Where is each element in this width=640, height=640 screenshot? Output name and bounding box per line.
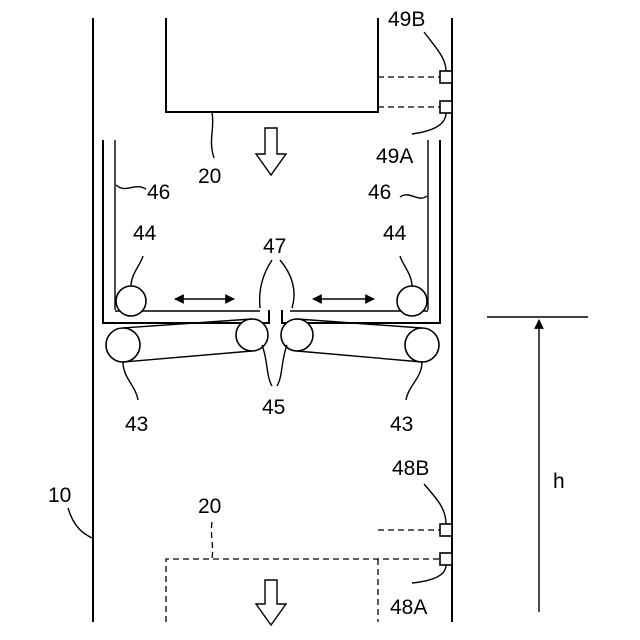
label-roller-44-right: 44 xyxy=(383,222,407,245)
label-roller-43-left: 43 xyxy=(125,413,148,436)
roller-45-right xyxy=(281,319,313,351)
leader-46-left xyxy=(116,185,146,189)
roller-43-right xyxy=(405,328,439,362)
label-sensor-48b: 48B xyxy=(392,457,429,480)
label-car-upper: 20 xyxy=(198,165,221,188)
label-sensor-48a: 48A xyxy=(390,596,427,619)
label-sensor-49b: 49B xyxy=(388,8,425,31)
label-sensor-49a: 49A xyxy=(376,145,413,168)
label-guide-46-left: 46 xyxy=(147,181,170,204)
roller-45-left xyxy=(236,319,268,351)
label-guide-46-right: 46 xyxy=(368,181,391,204)
leader-45-left xyxy=(262,345,272,386)
arrow-down-upper-icon xyxy=(256,128,286,175)
label-roller-44-left: 44 xyxy=(133,222,157,245)
sensor-48b xyxy=(440,524,452,536)
label-45: 45 xyxy=(262,396,285,419)
leader-car-upper xyxy=(211,113,214,158)
belt-left-bottom xyxy=(123,351,252,362)
leader-44-left xyxy=(131,256,143,286)
leader-49a xyxy=(412,113,446,134)
leader-47-left xyxy=(260,260,272,308)
sensor-48a xyxy=(440,553,452,565)
leader-43-left xyxy=(123,362,138,400)
label-roller-43-right: 43 xyxy=(390,413,413,436)
label-shaft-10: 10 xyxy=(48,484,71,507)
leader-48a xyxy=(412,565,446,583)
leader-45-right xyxy=(277,345,287,386)
sensor-49a xyxy=(440,101,452,113)
label-47: 47 xyxy=(263,235,286,258)
sensor-49b xyxy=(440,71,452,83)
leader-car-lower xyxy=(211,522,212,558)
label-car-lower: 20 xyxy=(198,495,221,518)
leader-48b xyxy=(424,484,446,524)
roller-44-right xyxy=(397,286,427,316)
label-height: h xyxy=(553,470,565,493)
leader-47-right xyxy=(280,260,294,308)
belt-right-bottom xyxy=(297,351,422,362)
leader-44-right xyxy=(400,256,412,286)
roller-44-left xyxy=(116,286,146,316)
leader-10 xyxy=(68,508,92,538)
arrow-down-lower-icon xyxy=(256,580,286,625)
leader-49b xyxy=(424,32,446,71)
car-upper xyxy=(166,18,378,112)
leader-43-right xyxy=(406,362,422,400)
roller-43-left xyxy=(106,328,140,362)
leader-46-right xyxy=(400,195,427,198)
